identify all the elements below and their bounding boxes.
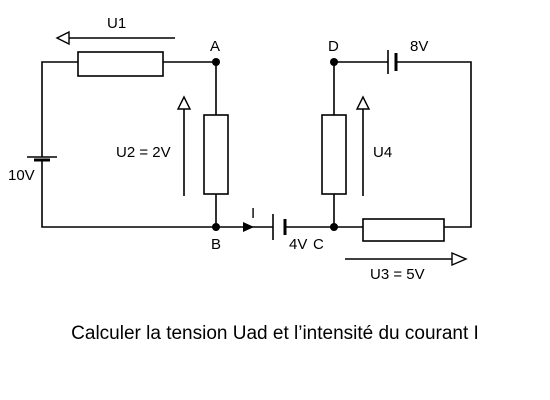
arrow-u2 <box>176 95 192 196</box>
label-gen-right: 8V <box>410 38 428 55</box>
label-node-a: A <box>210 38 220 55</box>
label-u2: U2 = 2V <box>116 144 171 161</box>
label-u4: U4 <box>373 144 392 161</box>
exercise-question: Calculer la tension Uad et l’intensité d… <box>71 323 479 344</box>
label-u1: U1 <box>107 15 126 32</box>
arrow-current <box>243 222 254 232</box>
node-c-dot <box>330 223 338 231</box>
arrow-u1 <box>55 30 175 46</box>
node-a-dot <box>212 58 220 66</box>
label-gen-mid: 4V <box>289 236 307 253</box>
wire-top-left <box>41 61 78 157</box>
wire-bottom-left <box>41 160 217 228</box>
arrow-u4 <box>355 95 371 196</box>
circuit-diagram: U1 A D 8V U2 = 2V U4 10V I B 4V C U3 = 5… <box>8 15 472 283</box>
label-u3: U3 = 5V <box>370 266 425 283</box>
node-b-dot <box>212 223 220 231</box>
arrow-u3 <box>345 251 468 267</box>
label-current: I <box>251 205 255 222</box>
resistor-r1 <box>77 51 164 77</box>
label-node-d: D <box>328 38 339 55</box>
resistor-r3 <box>362 218 445 242</box>
battery-4v-symbol <box>272 214 287 240</box>
resistor-r4 <box>321 114 347 195</box>
wire-right-loop <box>334 61 472 228</box>
label-gen-left: 10V <box>8 167 35 184</box>
resistor-r2 <box>203 114 229 195</box>
label-node-c: C <box>313 236 324 253</box>
battery-10v-symbol <box>27 156 57 162</box>
label-node-b: B <box>211 236 221 253</box>
node-d-dot <box>330 58 338 66</box>
battery-8v-symbol <box>387 50 398 74</box>
